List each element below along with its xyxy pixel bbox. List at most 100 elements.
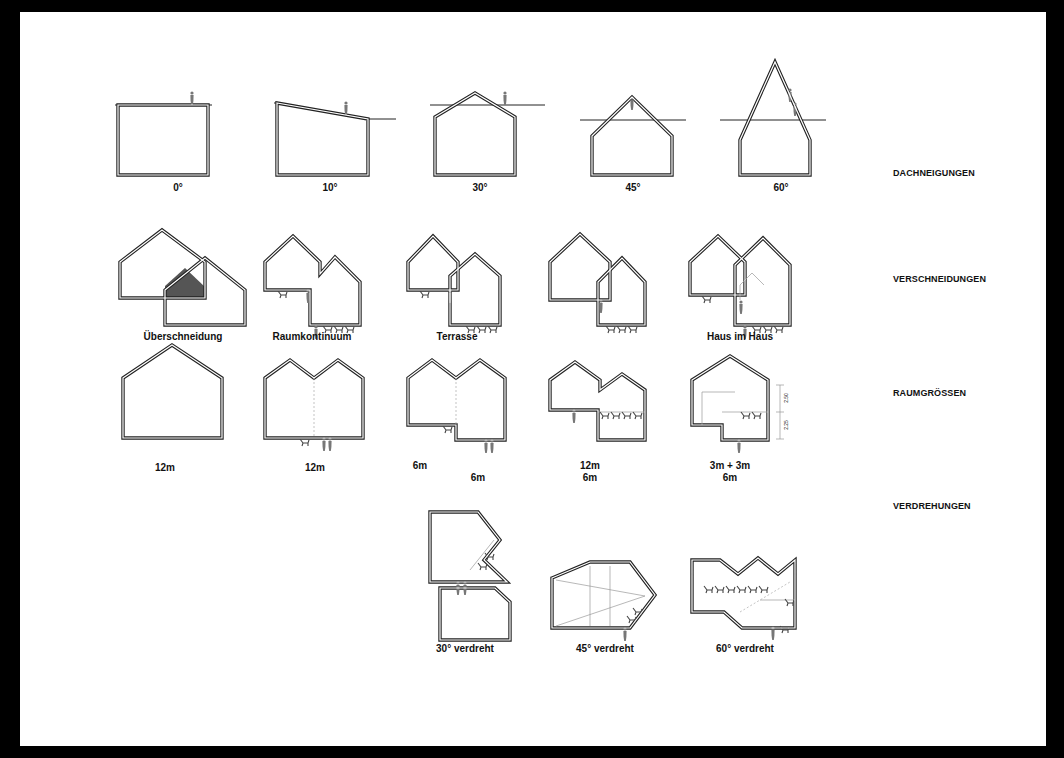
drawing-stroke [443,426,452,433]
drawing-stroke [599,299,602,313]
drawing-stroke [726,586,735,593]
drawing-stroke [740,273,764,300]
wall-inner-line [592,97,672,175]
drawing-stroke [623,627,626,641]
section-outline [430,512,507,582]
drawing-stroke [702,296,711,303]
drawing-stroke [633,412,642,419]
drawing-stroke [776,385,784,386]
wall-inner-line [690,236,745,295]
section-outline [692,356,768,440]
drawing-stroke [780,626,789,633]
section-outline [440,588,510,640]
size-label: 12m 6m [577,460,603,484]
wall-inner-line [277,103,368,175]
size-label: 6m [471,472,485,484]
section-outline [265,360,363,438]
wall-inner-line [440,588,510,640]
wall-inner-line [265,236,360,325]
drawing-stroke [490,439,493,453]
drawing-stroke [715,586,724,593]
drawing-stroke [622,412,631,419]
drawing-stroke [760,600,795,601]
size-label: 12m [155,462,175,474]
drawing-stroke [306,289,309,303]
section-outline [123,345,222,438]
drawing-stroke [484,439,487,453]
drawing-stroke [580,120,686,121]
drawing-stroke [785,599,794,606]
drawing-stroke [600,412,609,419]
drawing-stroke [740,582,790,612]
drawing-stroke [456,378,457,425]
rotation-label: 30° verdreht [436,643,494,655]
drawing-stroke [430,105,545,106]
drawing-stroke [702,392,735,425]
drawing-stroke [776,412,784,413]
section-outline [592,97,672,175]
drawing-stroke [748,586,757,593]
section-outline [552,562,655,628]
variant-label: Haus im Haus [707,331,773,343]
drawing-stroke [774,326,783,333]
drawing-stroke [488,326,497,333]
wall-inner-line [435,93,515,175]
drawing-stroke [478,563,487,570]
wall-inner-line [450,254,500,325]
rotation-label: 45° verdreht [576,643,634,655]
wall-inner-line [408,360,505,440]
section-outline [692,558,795,628]
section-outline [735,238,790,325]
section-outline [740,62,810,175]
wall-inner-line [735,238,790,325]
drawing-stroke [611,412,620,419]
wall-inner-line [740,62,810,175]
drawing-stroke [739,300,742,314]
row-heading: VERSCHNEIDUNGEN [893,273,986,285]
wall-inner-line [552,562,655,628]
wall-inner-line [118,105,208,175]
rotation-label: 60° verdreht [716,643,774,655]
variant-label: Terrasse [437,331,478,343]
pitch-label: 30° [472,182,487,194]
drawing-stroke [704,586,713,593]
drawing-stroke [420,291,429,298]
variant-label: Raumkontinuum [273,331,352,343]
pitch-label: 60° [773,182,788,194]
drawing-stroke [737,439,740,453]
drawing-stroke [503,91,506,105]
wall-inner-line [430,512,507,582]
drawing-stroke [572,409,575,423]
wall-inner-line [598,258,645,325]
section-outline [277,103,368,175]
roof-pitch-row [115,62,826,175]
wall-inner-line [692,356,768,440]
wall-inner-line [265,360,363,438]
dimension-text: 2.25 [783,420,789,430]
drawing-stroke [606,326,615,333]
section-outline [120,230,205,298]
drawing-stroke [368,119,396,120]
section-outline [265,236,360,325]
section-outline [118,105,208,175]
drawing-stroke [314,378,315,438]
drawing-stroke [344,101,347,115]
drawing-stroke [322,437,325,451]
row-heading: VERDREHUNGEN [893,500,971,512]
drawing-stroke [722,412,768,413]
wall-inner-line [550,362,645,440]
drawing-stroke [720,120,826,121]
section-outline [408,360,505,440]
row-heading: RAUMGRÖSSEN [893,387,966,399]
wall-inner-line [692,558,795,628]
pitch-label: 45° [625,182,640,194]
drawing-stroke [617,326,626,333]
drawing-stroke [328,437,331,451]
drawing-stroke [759,586,768,593]
drawing-stroke [741,412,750,419]
variant-label: Überschneidung [144,331,223,343]
dimension-text: 2.50 [783,393,789,403]
intersection-row [120,230,790,339]
size-label: 3m + 3m 6m [706,460,754,484]
